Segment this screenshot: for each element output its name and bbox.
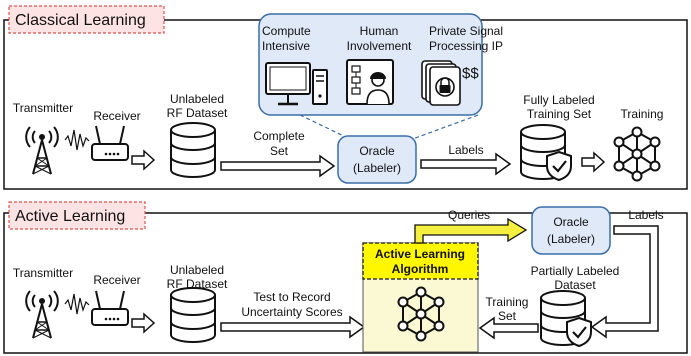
private-label-1: Private Signal: [429, 24, 503, 38]
algorithm-label-2: Algorithm: [392, 262, 449, 276]
c-fully-label-2: Training Set: [527, 107, 592, 121]
a-arrow-1: [131, 312, 156, 334]
a-arrow-labels: [590, 225, 659, 339]
a-partial-label-2: Dataset: [554, 278, 596, 292]
a-unlabeled-label-2: RF Dataset: [167, 277, 228, 291]
c-training-label: Training: [621, 107, 664, 121]
c-fully-label-1: Fully Labeled: [523, 93, 594, 107]
compute-label-1: Compute: [262, 24, 311, 38]
a-unlabeled-label-1: Unlabeled: [170, 263, 224, 277]
a-test-label-2: Uncertainty Scores: [241, 305, 342, 319]
c-arrow-1: [131, 149, 156, 171]
a-arrow-training-set: [478, 316, 539, 340]
a-labels-label: Labels: [628, 208, 663, 222]
a-oracle-box: [531, 206, 611, 255]
a-training-label-2: Set: [498, 309, 517, 323]
c-labels-label: Labels: [448, 143, 483, 157]
dollar-signs: $$: [462, 65, 479, 82]
active-title: Active Learning: [15, 208, 125, 225]
active-title-box: [8, 201, 146, 230]
a-signal-wave: [64, 293, 90, 315]
algorithm-label-box: [362, 242, 479, 280]
queries-arrow: [414, 217, 528, 244]
human-involvement-icon: [346, 59, 394, 105]
a-oracle-label-2: (Labeler): [547, 232, 595, 246]
human-label-2: Involvement: [347, 39, 412, 53]
c-fully-db-shield-icon: [521, 125, 571, 180]
c-receiver-label: Receiver: [93, 109, 140, 123]
algorithm-label-1: Active Learning: [375, 247, 465, 261]
compute-label-2: Intensive: [262, 39, 310, 53]
a-unlabeled-db-icon: [170, 287, 216, 343]
computer-icon: [265, 62, 328, 106]
c-arrow-training: [581, 151, 606, 173]
c-unlabeled-label-2: RF Dataset: [167, 106, 228, 120]
c-complete-label-2: Set: [270, 144, 289, 158]
active-panel: Active Learning Transmitter Receiver Unl…: [3, 201, 688, 354]
a-test-label-1: Test to Record: [253, 290, 330, 304]
classical-title-box: [8, 5, 165, 34]
a-partial-label-1: Partially Labeled: [531, 264, 620, 278]
c-transmitter-label: Transmitter: [13, 101, 73, 115]
c-oracle-box: [337, 135, 417, 184]
a-arrow-test: [220, 315, 366, 339]
a-oracle-label-1: Oracle: [553, 215, 589, 229]
a-partial-db-shield-icon: [541, 291, 591, 346]
classical-panel: Classical Learning Compute Intensive Hum…: [3, 5, 688, 190]
a-receiver-label: Receiver: [93, 273, 140, 287]
human-label-1: Human: [360, 24, 399, 38]
c-signal-wave: [64, 129, 90, 151]
a-training-label-1: Training: [486, 295, 529, 309]
c-oracle-label-2: (Labeler): [353, 161, 401, 175]
classical-title: Classical Learning: [15, 12, 146, 29]
private-ip-lock-icon: [421, 60, 461, 106]
queries-label: Queries: [448, 208, 490, 222]
c-unlabeled-label-1: Unlabeled: [170, 92, 224, 106]
c-complete-label-1: Complete: [253, 129, 305, 143]
c-oracle-label-1: Oracle: [359, 144, 395, 158]
c-unlabeled-db-icon: [170, 122, 216, 178]
c-arrow-labels: [420, 152, 512, 176]
oracle-callout: Compute Intensive Human Involvement Priv…: [258, 13, 503, 116]
private-label-2: Processing IP: [429, 39, 503, 53]
c-arrow-complete: [220, 154, 336, 178]
a-transmitter-label: Transmitter: [13, 266, 73, 280]
